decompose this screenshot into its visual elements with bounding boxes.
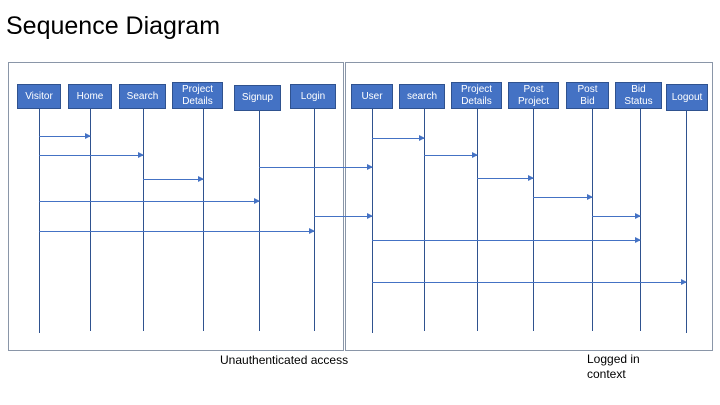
lifeline-project-details: [203, 109, 204, 331]
actor-home: Home: [68, 84, 112, 109]
actor-visitor: Visitor: [17, 84, 61, 109]
actor-search: Search: [119, 84, 166, 109]
actor-search-user: search: [399, 84, 445, 109]
actor-project-details-user: Project Details: [451, 82, 502, 109]
lifeline-logout: [686, 111, 687, 333]
actor-post-project: Post Project: [508, 82, 559, 109]
actor-login: Login: [290, 84, 336, 109]
message-visitor-login: [39, 228, 315, 234]
actor-bid-status: Bid Status: [615, 82, 662, 109]
message-visitor-search: [39, 152, 144, 158]
lifeline-bid-status: [640, 109, 641, 331]
lifeline-login: [314, 109, 315, 331]
lifeline-signup: [259, 111, 260, 331]
message-search-project-details: [143, 176, 204, 182]
message-project-details-post-project: [477, 175, 534, 181]
lifeline-visitor: [39, 109, 40, 333]
lifeline-search-user: [424, 109, 425, 331]
message-login-user: [314, 213, 373, 219]
lifeline-search: [143, 109, 144, 331]
message-post-bid-bid-status: [592, 213, 641, 219]
message-visitor-home: [39, 133, 91, 139]
actor-project-details: Project Details: [172, 82, 223, 109]
actor-user: User: [351, 84, 393, 109]
lifeline-user: [372, 109, 373, 333]
message-user-logout: [372, 279, 687, 285]
actor-post-bid: Post Bid: [566, 82, 609, 109]
actor-logout: Logout: [666, 84, 708, 111]
label-unauthenticated-access: Unauthenticated access: [220, 353, 349, 367]
message-post-project-post-bid: [533, 194, 593, 200]
message-visitor-signup: [39, 198, 260, 204]
lifeline-home: [90, 109, 91, 331]
frame-logged-in: [345, 62, 713, 351]
lifeline-project-details-user: [477, 109, 478, 331]
lifeline-post-project: [533, 109, 534, 331]
label-logged-in-context: Logged in context: [587, 352, 640, 381]
message-user-search: [372, 135, 425, 141]
diagram-title: Sequence Diagram: [6, 12, 221, 40]
message-signup-user: [259, 164, 373, 170]
lifeline-post-bid: [592, 109, 593, 331]
message-user-bid-status: [372, 237, 641, 243]
message-search-project-details-user: [424, 152, 478, 158]
actor-signup: Signup: [234, 85, 281, 111]
frame-unauthenticated: [8, 62, 344, 351]
